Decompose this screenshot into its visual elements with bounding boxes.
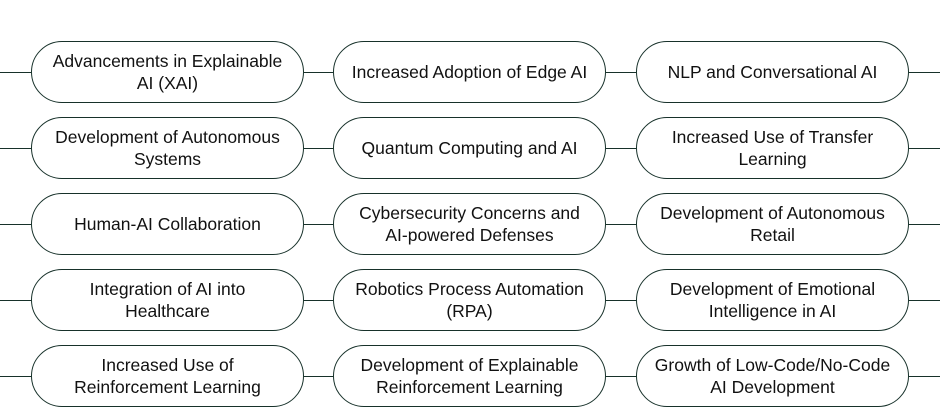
connector-line [606, 72, 636, 73]
node-label: Quantum Computing and AI [361, 138, 578, 158]
connector-line [0, 224, 31, 225]
diagram-node: Development of Autonomous Systems [31, 117, 304, 179]
connector-line [909, 148, 940, 149]
connector-line [0, 148, 31, 149]
node-label: Increased Use of Reinforcement Learning [74, 355, 261, 397]
diagram-node: Growth of Low-Code/No-Code AI Developmen… [636, 345, 909, 407]
diagram-node: Cybersecurity Concerns and AI-powered De… [333, 193, 606, 255]
node-label: Increased Use of Transfer Learning [671, 127, 874, 169]
diagram-node: Human-AI Collaboration [31, 193, 304, 255]
connector-line [304, 300, 333, 301]
diagram-node: Integration of AI into Healthcare [31, 269, 304, 331]
diagram-node: Development of Autonomous Retail [636, 193, 909, 255]
node-label: Increased Adoption of Edge AI [351, 62, 588, 82]
node-label: Development of Autonomous Systems [55, 127, 280, 169]
connector-line [606, 376, 636, 377]
node-label: Cybersecurity Concerns and AI-powered De… [359, 203, 580, 245]
connector-line [606, 224, 636, 225]
connector-line [304, 148, 333, 149]
node-label: Robotics Process Automation (RPA) [355, 279, 584, 321]
diagram-node: Robotics Process Automation (RPA) [333, 269, 606, 331]
connector-line [909, 300, 940, 301]
connector-line [0, 72, 31, 73]
diagram-node: Quantum Computing and AI [333, 117, 606, 179]
diagram-node: Advancements in Explainable AI (XAI) [31, 41, 304, 103]
connector-line [606, 148, 636, 149]
diagram-node: NLP and Conversational AI [636, 41, 909, 103]
connector-line [304, 376, 333, 377]
connector-line [0, 300, 31, 301]
connector-line [0, 376, 31, 377]
diagram-node: Development of Emotional Intelligence in… [636, 269, 909, 331]
connector-line [304, 224, 333, 225]
node-label: Growth of Low-Code/No-Code AI Developmen… [654, 355, 891, 397]
node-label: Development of Emotional Intelligence in… [669, 279, 876, 321]
connector-line [909, 376, 940, 377]
connector-line [909, 72, 940, 73]
diagram-node: Increased Use of Reinforcement Learning [31, 345, 304, 407]
diagram-node: Development of Explainable Reinforcement… [333, 345, 606, 407]
node-label: NLP and Conversational AI [667, 62, 878, 82]
connector-line [606, 300, 636, 301]
node-label: Development of Explainable Reinforcement… [360, 355, 579, 397]
connector-line [909, 224, 940, 225]
node-label: Development of Autonomous Retail [660, 203, 885, 245]
node-label: Integration of AI into Healthcare [89, 279, 246, 321]
connector-line [304, 72, 333, 73]
diagram-node: Increased Use of Transfer Learning [636, 117, 909, 179]
node-label: Human-AI Collaboration [74, 214, 261, 234]
diagram-node: Increased Adoption of Edge AI [333, 41, 606, 103]
node-label: Advancements in Explainable AI (XAI) [52, 51, 283, 93]
